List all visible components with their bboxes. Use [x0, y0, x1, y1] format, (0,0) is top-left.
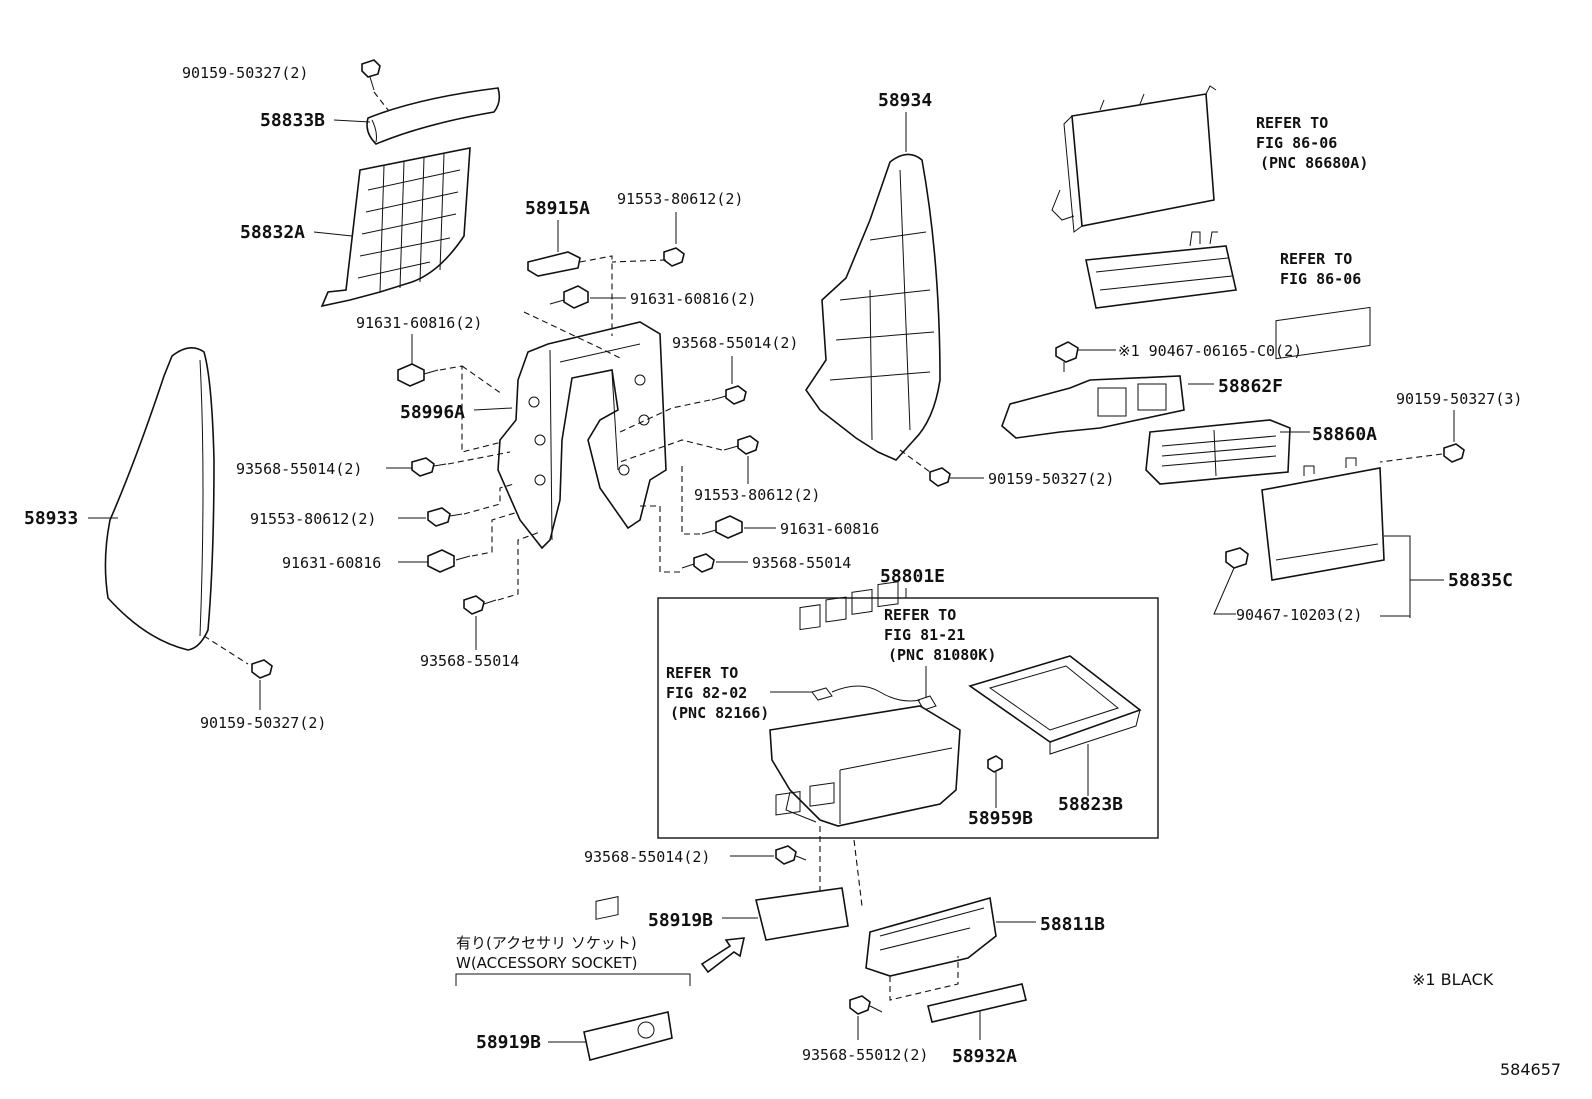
label-clip-91631-mid: 91631-60816(2)	[630, 290, 756, 308]
label-58933: 58933	[24, 508, 78, 529]
bolt-91553-top-icon[interactable]	[663, 247, 685, 267]
label-58832A: 58832A	[240, 222, 305, 243]
label-58823B: 58823B	[1058, 794, 1123, 815]
arrow-icon	[700, 937, 746, 974]
figure-id: 584657	[1500, 1060, 1561, 1079]
assembly-box-58801E	[657, 597, 1159, 839]
bolt-90159-bottom-icon[interactable]	[251, 659, 273, 679]
audio-unit-86-06[interactable]	[1085, 231, 1237, 309]
label-bolt-93568-lower: 93568-55014(2)	[584, 848, 710, 866]
label-bolt-93568-mid: 93568-55014(2)	[672, 334, 798, 352]
bolt-90159-center-icon[interactable]	[929, 467, 951, 487]
bolt-93568-lower-icon[interactable]	[775, 845, 807, 865]
display-unit-86680A[interactable]	[1051, 85, 1217, 233]
bolt-93568-55012-icon[interactable]	[849, 995, 883, 1015]
label-bolt-90159-bottom: 90159-50327(2)	[200, 714, 326, 732]
variant-label-jp: 有り(アクセサリ ソケット)	[456, 934, 637, 952]
trim-58932A[interactable]	[927, 983, 1027, 1023]
label-bolt-93568-right: 93568-55014	[752, 554, 851, 572]
label-bolt-93568-bottom-left: 93568-55014	[420, 652, 519, 670]
switch-panel-58919B-lower[interactable]	[583, 896, 673, 1061]
label-bolt-91553-mid: 91553-80612(2)	[694, 486, 820, 504]
label-58996A: 58996A	[400, 402, 465, 423]
label-bolt-90159-right: 90159-50327(3)	[1396, 390, 1522, 408]
label-58915A: 58915A	[525, 198, 590, 219]
label-58835C: 58835C	[1448, 570, 1513, 591]
ref-fig-86-06-b-line2: FIG 86-06	[1280, 270, 1361, 288]
label-clip-90467-black: ※1 90467-06165-C0(2)	[1118, 342, 1302, 360]
label-58934: 58934	[878, 90, 932, 111]
bolt-93568-right-icon[interactable]	[681, 553, 715, 573]
bezel-58835C[interactable]	[1261, 306, 1385, 581]
bracket-58915A[interactable]	[527, 251, 581, 277]
ref-fig-82-02-line2: FIG 82-02	[666, 684, 747, 702]
clip-91631-left-icon[interactable]	[397, 363, 439, 387]
variant-label-en: W(ACCESSORY SOCKET)	[456, 954, 637, 972]
ref-fig-81-21-line1: REFER TO	[884, 606, 956, 624]
label-bolt-90159-top: 90159-50327(2)	[182, 64, 308, 82]
note-black: ※1 BLACK	[1412, 970, 1494, 989]
ref-fig-82-02-line1: REFER TO	[666, 664, 738, 682]
bolt-91553-mid-icon[interactable]	[723, 435, 759, 455]
vent-58860A[interactable]	[1145, 419, 1291, 485]
label-58811B: 58811B	[1040, 914, 1105, 935]
ref-fig-81-21-line3: (PNC 81080K)	[888, 646, 996, 664]
label-58959B: 58959B	[968, 808, 1033, 829]
ref-fig-81-21-line2: FIG 81-21	[884, 626, 965, 644]
label-bolt-91553-left: 91553-80612(2)	[250, 510, 376, 528]
label-bolt-93568-left: 93568-55014(2)	[236, 460, 362, 478]
console-box-body[interactable]	[769, 581, 961, 827]
bolt-90159-top-icon[interactable]	[361, 59, 381, 91]
bolt-91553-left-icon[interactable]	[427, 507, 463, 527]
side-panel-58933[interactable]	[104, 347, 215, 651]
clip-91631-mid-icon[interactable]	[549, 285, 589, 309]
clip-90467-lower-icon[interactable]	[1225, 547, 1249, 569]
label-bolt-91553-top: 91553-80612(2)	[617, 190, 743, 208]
ref-fig-86-06-a-line1: REFER TO	[1256, 114, 1328, 132]
duct-58862F[interactable]	[1001, 375, 1185, 439]
label-58860A: 58860A	[1312, 424, 1377, 445]
label-58932A: 58932A	[952, 1046, 1017, 1067]
ref-fig-86-06-a-line3: (PNC 86680A)	[1260, 154, 1368, 172]
label-clip-91631-lower: 91631-60816	[282, 554, 381, 572]
switch-panel-58919B-upper[interactable]	[755, 782, 849, 941]
label-58833B: 58833B	[260, 110, 325, 131]
label-bolt-90159-center: 90159-50327(2)	[988, 470, 1114, 488]
tray-58823B[interactable]	[968, 655, 1142, 755]
ref-fig-86-06-b-line1: REFER TO	[1280, 250, 1352, 268]
bolt-93568-bottom-left-icon[interactable]	[463, 595, 497, 615]
clip-91631-lower-icon[interactable]	[427, 549, 471, 573]
bracket-58996A[interactable]	[497, 321, 667, 550]
trim-strip-58833B[interactable]	[366, 87, 501, 145]
label-58919B-lower: 58919B	[476, 1032, 541, 1053]
clip-91631-right-icon[interactable]	[701, 515, 743, 539]
label-clip-91631-right: 91631-60816	[780, 520, 879, 538]
bolt-93568-left-icon[interactable]	[411, 457, 447, 477]
label-clip-90467-lower: 90467-10203(2)	[1236, 606, 1362, 624]
label-clip-91631-left: 91631-60816(2)	[356, 314, 482, 332]
label-58919B-upper: 58919B	[648, 910, 713, 931]
panel-58811B[interactable]	[865, 896, 997, 977]
grille-panel-58832A[interactable]	[320, 147, 471, 308]
clip-58959B-icon[interactable]	[987, 755, 1003, 773]
side-panel-58934[interactable]	[805, 153, 941, 461]
label-58801E: 58801E	[880, 566, 945, 587]
clip-90467-black-icon[interactable]	[1055, 341, 1079, 372]
ref-fig-86-06-a-line2: FIG 86-06	[1256, 134, 1337, 152]
bolt-90159-right-icon[interactable]	[1443, 443, 1465, 463]
bolt-93568-mid-icon[interactable]	[711, 385, 747, 405]
ref-fig-82-02-line3: (PNC 82166)	[670, 704, 769, 722]
label-58862F: 58862F	[1218, 376, 1283, 397]
label-bolt-93568-55012: 93568-55012(2)	[802, 1046, 928, 1064]
